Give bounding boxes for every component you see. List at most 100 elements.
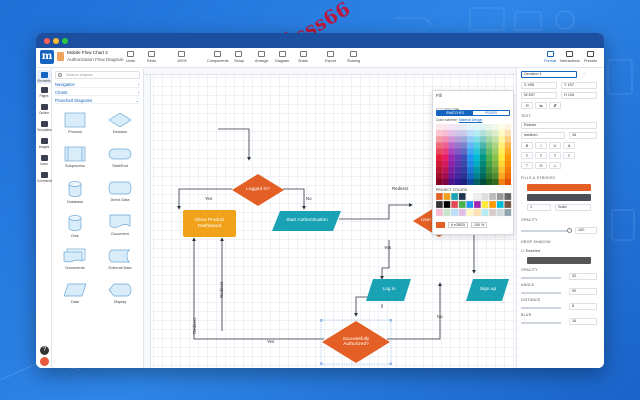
align-left-button[interactable]: ≡ xyxy=(521,152,533,159)
shape-data[interactable]: Data xyxy=(53,282,97,304)
color-swatch[interactable] xyxy=(504,154,511,161)
project-color-swatch[interactable] xyxy=(443,193,451,201)
opacity-value-input[interactable]: 100 xyxy=(575,227,597,234)
rail-item-pages[interactable]: Pages xyxy=(37,87,51,98)
x-position-input[interactable]: X 495 xyxy=(521,82,557,89)
project-color-swatch[interactable] xyxy=(458,208,466,217)
color-swatch[interactable] xyxy=(492,136,499,143)
color-swatch[interactable] xyxy=(504,172,511,179)
node-user-visit[interactable]: User visit xyxy=(198,145,218,151)
color-swatch[interactable] xyxy=(473,148,480,155)
shape-process[interactable]: Process xyxy=(53,112,97,134)
components-button[interactable]: Components xyxy=(207,51,229,63)
opacity-slider-track[interactable] xyxy=(521,230,571,232)
color-swatch[interactable] xyxy=(492,160,499,167)
shadow-distance-input[interactable]: 8 xyxy=(569,303,597,310)
color-swatch[interactable] xyxy=(473,154,480,161)
shape-external-data[interactable]: External Data xyxy=(98,248,142,270)
color-swatch[interactable] xyxy=(461,142,468,149)
project-color-swatch[interactable] xyxy=(451,200,459,209)
color-swatch[interactable] xyxy=(492,178,499,185)
color-swatch[interactable] xyxy=(498,166,505,173)
element-name-input[interactable]: Decision 1 xyxy=(521,71,577,78)
color-swatch[interactable] xyxy=(442,172,449,179)
node-start-auth-shape[interactable] xyxy=(272,210,342,232)
fill-color-bar[interactable] xyxy=(527,184,591,191)
rail-item-images[interactable]: Images xyxy=(37,138,51,149)
flip-h-button[interactable]: ⇋ xyxy=(535,102,547,109)
color-swatch[interactable] xyxy=(454,130,462,137)
italic-button[interactable]: I xyxy=(535,142,547,149)
project-color-swatch[interactable] xyxy=(496,193,504,201)
opacity-slider-knob[interactable] xyxy=(567,228,572,233)
shadow-enabled-checkbox[interactable]: ☐ Enabled xyxy=(521,249,541,253)
project-color-swatch[interactable] xyxy=(481,193,489,201)
color-swatch[interactable] xyxy=(461,148,468,155)
color-swatch[interactable] xyxy=(492,154,499,161)
color-swatch[interactable] xyxy=(473,136,480,143)
color-swatch[interactable] xyxy=(448,130,455,137)
rail-item-templates[interactable]: Templates xyxy=(37,121,52,132)
color-swatch[interactable] xyxy=(486,148,493,155)
project-color-swatch[interactable] xyxy=(481,208,489,217)
project-color-swatch[interactable] xyxy=(466,208,474,217)
color-swatch[interactable] xyxy=(467,172,474,179)
color-swatch[interactable] xyxy=(442,148,449,155)
color-swatch[interactable] xyxy=(461,154,468,161)
color-swatch[interactable] xyxy=(486,142,493,149)
font-weight-select[interactable]: medium xyxy=(521,132,565,139)
color-swatch[interactable] xyxy=(461,136,468,143)
color-swatch[interactable] xyxy=(448,124,455,131)
color-swatch[interactable] xyxy=(486,136,493,143)
color-swatch[interactable] xyxy=(467,154,474,161)
project-color-swatch[interactable] xyxy=(504,200,512,209)
node-sign-up-shape[interactable] xyxy=(466,278,510,302)
text-color-button[interactable]: A xyxy=(563,142,575,149)
color-swatch[interactable] xyxy=(486,154,493,161)
category-flowchart-diagrams[interactable]: Flowchart Diagrams⌄ xyxy=(55,98,140,104)
color-swatch[interactable] xyxy=(504,136,511,143)
color-swatch[interactable] xyxy=(467,178,474,185)
color-swatch[interactable] xyxy=(467,124,474,131)
color-swatch[interactable] xyxy=(442,160,449,167)
stroke-width-input[interactable]: 1 xyxy=(527,204,551,211)
color-swatch[interactable] xyxy=(486,166,493,173)
project-color-swatch[interactable] xyxy=(496,200,504,209)
color-swatch[interactable] xyxy=(498,148,505,155)
project-color-swatch[interactable] xyxy=(489,208,497,217)
color-swatch[interactable] xyxy=(486,178,493,185)
category-navigation[interactable]: Navigation› xyxy=(55,82,140,88)
color-swatch[interactable] xyxy=(473,142,480,149)
color-swatch[interactable] xyxy=(479,154,487,161)
color-swatch[interactable] xyxy=(504,166,511,173)
shape-decision[interactable]: Decision xyxy=(98,112,142,134)
minimize-window-button[interactable] xyxy=(53,38,59,44)
shadow-color-bar[interactable] xyxy=(527,257,591,264)
underline-button[interactable]: U xyxy=(549,142,561,149)
y-position-input[interactable]: Y 157 xyxy=(561,82,597,89)
color-swatch[interactable] xyxy=(467,136,474,143)
color-swatch[interactable] xyxy=(467,166,474,173)
shadow-distance-slider[interactable] xyxy=(521,307,561,309)
project-color-swatch[interactable] xyxy=(473,208,481,217)
color-scheme[interactable]: Color scheme: Material Design xyxy=(436,118,483,122)
color-swatch[interactable] xyxy=(492,142,499,149)
width-input[interactable]: W 837 xyxy=(521,92,557,99)
color-swatch[interactable] xyxy=(442,154,449,161)
color-swatch[interactable] xyxy=(504,142,511,149)
color-swatch[interactable] xyxy=(498,154,505,161)
shadow-blur-input[interactable]: 16 xyxy=(569,318,597,325)
color-swatch[interactable] xyxy=(454,136,462,143)
color-swatch[interactable] xyxy=(473,130,480,137)
node-success-shape[interactable] xyxy=(320,319,392,365)
node-logged-in-shape[interactable] xyxy=(231,173,285,207)
color-swatch[interactable] xyxy=(448,154,455,161)
shadow-opacity-slider[interactable] xyxy=(521,277,561,279)
align-center-button[interactable]: ≡ xyxy=(535,152,547,159)
project-color-swatch[interactable] xyxy=(466,193,474,201)
shadow-blur-slider[interactable] xyxy=(521,322,561,324)
diagram-button[interactable]: Diagram xyxy=(275,51,289,63)
color-swatch[interactable] xyxy=(498,124,505,131)
tab-presets[interactable]: Presets xyxy=(584,51,597,63)
color-swatch[interactable] xyxy=(436,124,443,131)
